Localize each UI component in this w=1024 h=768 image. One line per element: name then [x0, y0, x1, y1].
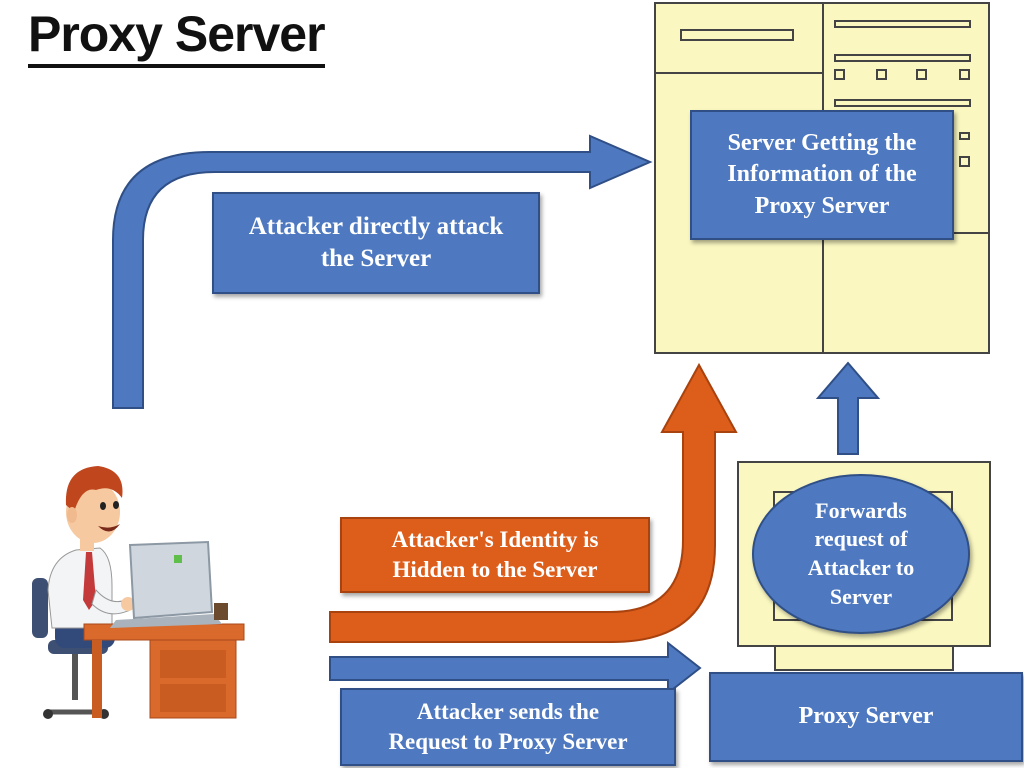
direct-attack-label: Attacker directly attack the Server: [212, 192, 540, 294]
identity-hidden-label: Attacker's Identity is Hidden to the Ser…: [340, 517, 650, 593]
hidden-identity-arrow: [329, 362, 738, 643]
sends-request-text: Attacker sends the Request to Proxy Serv…: [388, 699, 628, 754]
server-getting-label: Server Getting the Information of the Pr…: [690, 110, 954, 240]
send-request-arrow: [329, 640, 702, 696]
sends-request-label: Attacker sends the Request to Proxy Serv…: [340, 688, 676, 766]
forward-up-arrow: [815, 361, 881, 455]
identity-hidden-text: Attacker's Identity is Hidden to the Ser…: [391, 527, 599, 582]
forwards-request-label: Forwards request of Attacker to Server: [752, 474, 970, 634]
forwards-request-text: Forwards request of Attacker to Server: [807, 497, 915, 609]
proxy-server-label: Proxy Server: [709, 672, 1023, 762]
direct-attack-arrow: [112, 134, 653, 409]
server-getting-text: Server Getting the Information of the Pr…: [727, 130, 917, 219]
direct-attack-text: Attacker directly attack the Server: [248, 212, 504, 273]
attacker-figure: [32, 466, 245, 719]
proxy-server-text: Proxy Server: [798, 703, 934, 730]
page-title: Proxy Server: [28, 6, 326, 68]
